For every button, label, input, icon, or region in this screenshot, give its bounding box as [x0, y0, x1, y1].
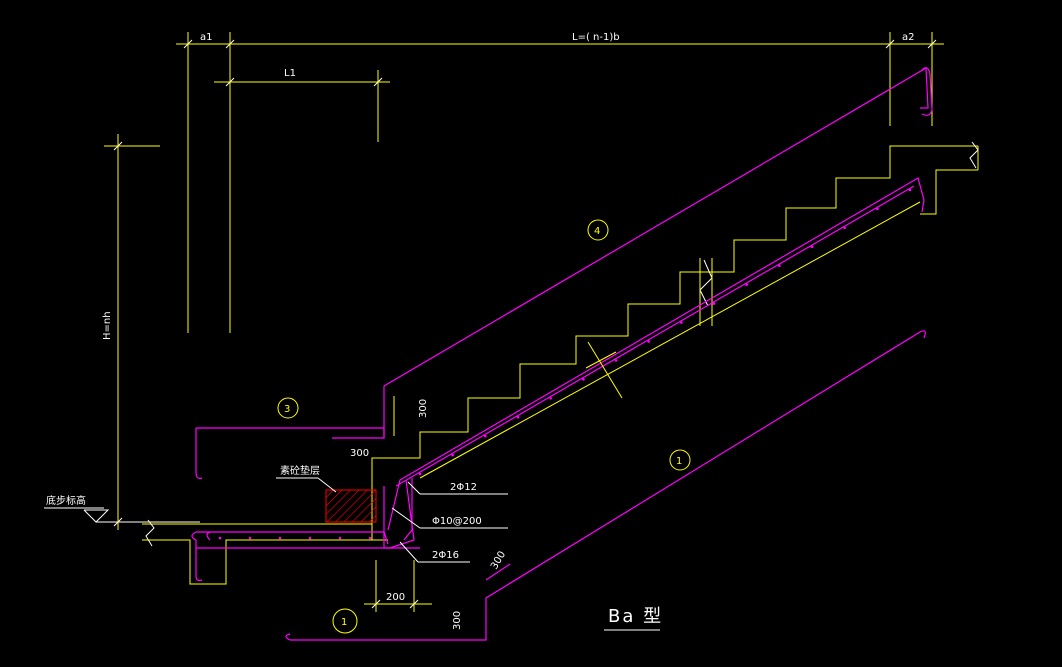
floor-level: 底步标高: [44, 494, 200, 523]
dim-300-bottom-b: 300: [452, 611, 463, 630]
dim-200: 200: [386, 592, 405, 603]
rebar-top-label: 2Φ12: [450, 482, 477, 493]
annotations: 素砼垫层 2Φ12 Φ10@200 2Φ16: [276, 341, 623, 563]
svg-text:Ba 型: Ba 型: [608, 606, 663, 627]
rebar-dot: [745, 283, 748, 286]
height-dimension: H=nh: [102, 134, 160, 530]
rebar-dot: [218, 536, 222, 540]
rebar: [191, 66, 933, 641]
dim-300-bottom-a: 300: [489, 549, 508, 571]
rebar-dot: [876, 207, 879, 211]
rebar-dot: [843, 226, 846, 230]
svg-text:3: 3: [284, 404, 290, 415]
marker-1-lower: 1: [332, 608, 358, 634]
svg-text:1: 1: [676, 456, 682, 467]
marker-3: 3: [277, 397, 299, 419]
rebar-dot: [908, 188, 912, 192]
rebar-dot: [549, 396, 552, 400]
rebar-dot: [338, 536, 342, 540]
rebar-dot: [484, 434, 487, 438]
rebar-bottom-label: 2Φ16: [432, 550, 459, 561]
rebar-dot: [451, 453, 454, 457]
svg-text:1: 1: [341, 617, 347, 628]
rebar-dot: [516, 415, 520, 419]
concrete-pad-hatch: [325, 489, 377, 523]
svg-text:4: 4: [594, 226, 600, 237]
rebar-dot: [647, 340, 650, 343]
stair-outline: [142, 141, 979, 585]
rebar-dot: [308, 536, 312, 540]
rebar-dot: [368, 536, 372, 540]
marker-1-right: 1: [669, 449, 691, 471]
rebar-dot: [278, 536, 282, 540]
dim-height: H=nh: [102, 311, 113, 340]
l1-dimension: L1: [214, 68, 390, 142]
drawing-title: Ba 型: [604, 606, 663, 631]
rebar-dot: [810, 245, 814, 249]
concrete-note: 素砼垫层: [280, 464, 320, 477]
rebar-dot: [778, 264, 781, 268]
rebar-dot: [582, 378, 585, 381]
rebar-dot: [680, 321, 683, 324]
floor-level-label: 底步标高: [46, 494, 86, 507]
rebar-dist-label: Φ10@200: [432, 516, 482, 527]
marker-4: 4: [587, 219, 609, 241]
rebar-dot: [614, 359, 618, 362]
dim-l1: L1: [284, 68, 296, 79]
dim-span: L=( n-1)b: [572, 32, 620, 43]
dim-a1: a1: [200, 32, 213, 43]
dim-a2: a2: [902, 32, 915, 43]
rebar-dot: [248, 536, 252, 540]
rebar-dot: [418, 472, 422, 476]
rebar-dot: [712, 302, 716, 305]
dim-300-vert: 300: [418, 399, 429, 418]
rebar-dots: [218, 188, 912, 540]
dim-300-left: 300: [350, 448, 369, 459]
